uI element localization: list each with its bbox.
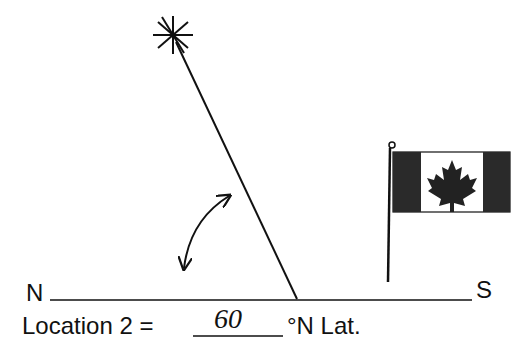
question-text: Location 2 = (22, 314, 153, 338)
compass-south: S (476, 278, 492, 302)
horizon-line (50, 299, 472, 301)
canada-flag (388, 142, 510, 282)
angle-arrow (184, 196, 229, 268)
sight-line (176, 42, 297, 299)
compass-north: N (26, 281, 43, 305)
unit-text: °N Lat. (287, 314, 361, 338)
star-symbol (153, 16, 193, 54)
answer-blank (193, 335, 283, 336)
handwritten-answer: 60 (214, 305, 242, 333)
